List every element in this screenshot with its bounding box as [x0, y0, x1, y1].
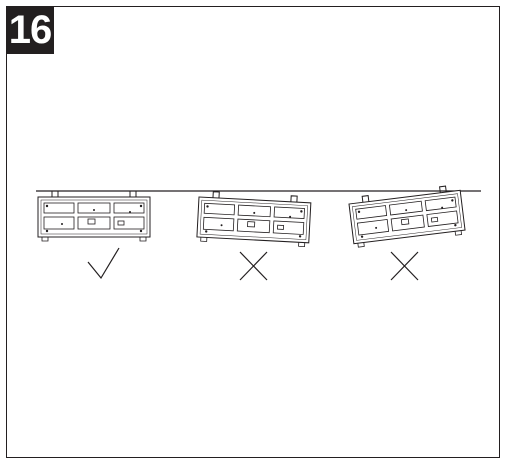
cross-icon [239, 251, 268, 281]
step-number: 16 [6, 6, 54, 54]
instruction-frame [6, 6, 500, 458]
cross-icon [390, 251, 419, 281]
bracket-tilted-right [196, 190, 312, 248]
check-icon [87, 247, 120, 280]
bracket-level [37, 190, 151, 242]
bracket-tilted-left [347, 183, 467, 249]
